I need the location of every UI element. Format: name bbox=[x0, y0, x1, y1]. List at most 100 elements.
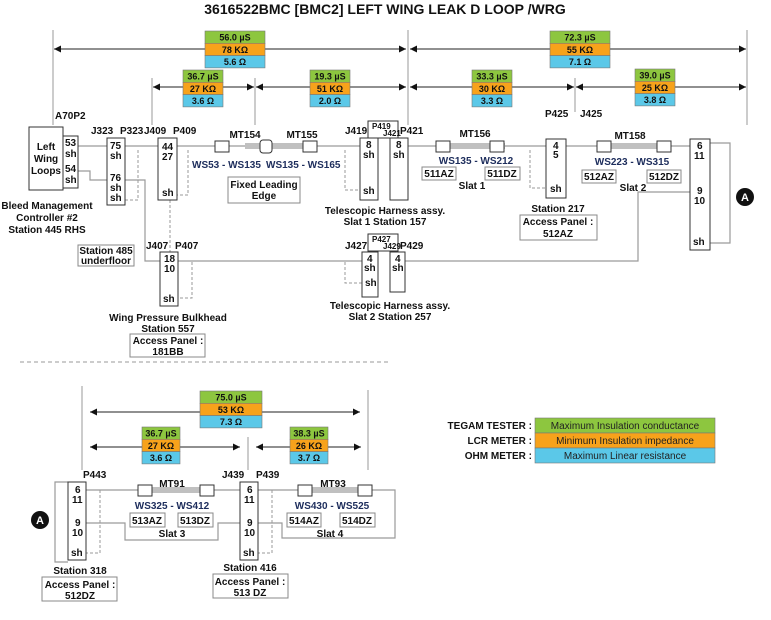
panel-label: 512DZ bbox=[649, 172, 679, 183]
splice-icon bbox=[596, 140, 612, 153]
access-panel-label: Access Panel : bbox=[133, 336, 204, 347]
pin-label: sh bbox=[110, 193, 122, 204]
pin-label: 27 bbox=[162, 152, 174, 163]
pin-label: 54 bbox=[65, 164, 77, 175]
loops-label: Loops bbox=[31, 166, 61, 177]
conductance-value: 38.3 µS bbox=[293, 429, 324, 439]
slat-label: Slat 3 bbox=[159, 529, 186, 540]
p427-outline bbox=[367, 233, 399, 252]
pin-label: 10 bbox=[694, 196, 706, 207]
splice-icon bbox=[259, 139, 273, 154]
pin-label: sh bbox=[65, 175, 77, 186]
wire-line bbox=[258, 489, 396, 539]
box-outline bbox=[177, 512, 214, 528]
conductance-value: 56.0 µS bbox=[219, 33, 250, 43]
harness-label: Slat 1 Station 157 bbox=[344, 217, 427, 228]
diagram-title: 3616522BMC [BMC2] LEFT WING LEAK D LOOP … bbox=[204, 1, 566, 17]
pin-label: 10 bbox=[72, 528, 84, 539]
pin-label: 11 bbox=[72, 495, 83, 506]
station-label: Station 318 bbox=[53, 566, 107, 577]
connector-label: P419 bbox=[372, 122, 391, 131]
pin-label: A bbox=[36, 515, 44, 527]
slat-label: Slat 2 bbox=[620, 183, 647, 194]
resistance-value: 7.1 Ω bbox=[569, 57, 591, 67]
resistance-value: 3.3 Ω bbox=[481, 96, 503, 106]
pin-label: sh bbox=[71, 548, 83, 559]
pin-label: 4 bbox=[395, 254, 401, 265]
wire-line bbox=[178, 262, 193, 299]
panel-label: 514DZ bbox=[342, 516, 372, 527]
pin-label: 9 bbox=[697, 186, 703, 197]
splice-icon bbox=[489, 140, 505, 153]
wire-line bbox=[86, 490, 101, 554]
wire-line bbox=[125, 150, 139, 201]
harness-label: Slat 2 Station 257 bbox=[349, 312, 432, 323]
impedance-value: 27 KΩ bbox=[148, 441, 174, 451]
connector-p443 bbox=[67, 481, 87, 561]
connector-label: P323 bbox=[120, 126, 144, 137]
connector-j427 bbox=[361, 251, 379, 298]
access-panel-label: 513 DZ bbox=[234, 588, 267, 599]
bulkhead-label: Wing Pressure Bulkhead bbox=[109, 313, 227, 324]
ws-label: WS430 - WS525 bbox=[295, 501, 370, 512]
box-outline bbox=[77, 244, 135, 267]
resistance-band bbox=[204, 55, 266, 69]
mt-label: MT93 bbox=[320, 479, 346, 490]
pin-label: 6 bbox=[697, 141, 703, 152]
resistance-value: 5.6 Ω bbox=[224, 57, 246, 67]
pin-label: sh bbox=[243, 548, 255, 559]
ws-label: WS325 - WS412 bbox=[135, 501, 210, 512]
conductance-value: 19.3 µS bbox=[314, 72, 345, 82]
pin-label: 4 bbox=[553, 141, 559, 152]
pin-label: sh bbox=[363, 150, 375, 161]
connector-p409 bbox=[157, 137, 178, 201]
splice-icon bbox=[656, 140, 672, 153]
wire-line bbox=[54, 481, 68, 563]
connector-label: J439 bbox=[222, 470, 245, 481]
pin-label: sh bbox=[393, 150, 405, 161]
left-wing-loops-box bbox=[28, 126, 64, 191]
impedance-value: 26 KΩ bbox=[296, 441, 322, 451]
connector-p421 bbox=[389, 137, 409, 201]
connector-label: J429 bbox=[383, 242, 401, 251]
ref-circle bbox=[736, 188, 754, 206]
bmc-label: Controller #2 bbox=[16, 213, 78, 224]
connector-p407 bbox=[159, 251, 179, 307]
panel-label: 512AZ bbox=[584, 172, 614, 183]
box-outline bbox=[286, 512, 322, 528]
splice-icon bbox=[435, 140, 451, 153]
wire-line bbox=[125, 179, 160, 262]
wire-line bbox=[86, 522, 240, 541]
box-outline bbox=[129, 512, 166, 528]
pin-label: sh bbox=[110, 183, 122, 194]
ws-label: WS135 - WS212 bbox=[439, 156, 514, 167]
measurement-box-lower-seg2: 38.3 µS 26 KΩ 3.7 Ω bbox=[289, 426, 329, 465]
resistance-band bbox=[289, 451, 329, 465]
continuation-ref-a[interactable]: A bbox=[736, 188, 754, 206]
extent-lines-lower bbox=[81, 386, 369, 470]
fixed-leading-edge-box bbox=[227, 176, 301, 204]
resistance-value: 3.6 Ω bbox=[192, 96, 214, 106]
continuation-ref-a-lower[interactable]: A bbox=[31, 511, 49, 529]
connector-label: P443 bbox=[83, 470, 107, 481]
pin-label: sh bbox=[550, 184, 562, 195]
wire-line bbox=[344, 150, 360, 191]
resistance-value: 2.0 Ω bbox=[319, 96, 341, 106]
pin-label: 44 bbox=[162, 142, 174, 153]
connector-label: P439 bbox=[256, 470, 280, 481]
pin-label: 4 bbox=[367, 254, 373, 265]
ref-circle bbox=[31, 511, 49, 529]
panel-label: 513DZ bbox=[180, 516, 210, 527]
connector-label: J425 bbox=[580, 109, 603, 120]
resistance-value: 3.7 Ω bbox=[298, 453, 320, 463]
impedance-value: 25 KΩ bbox=[642, 83, 668, 93]
resistance-value: 7.3 Ω bbox=[220, 417, 242, 427]
pin-label: sh bbox=[110, 151, 122, 162]
mt-label: MT156 bbox=[459, 129, 491, 140]
station-label: Station 485 bbox=[79, 246, 133, 257]
